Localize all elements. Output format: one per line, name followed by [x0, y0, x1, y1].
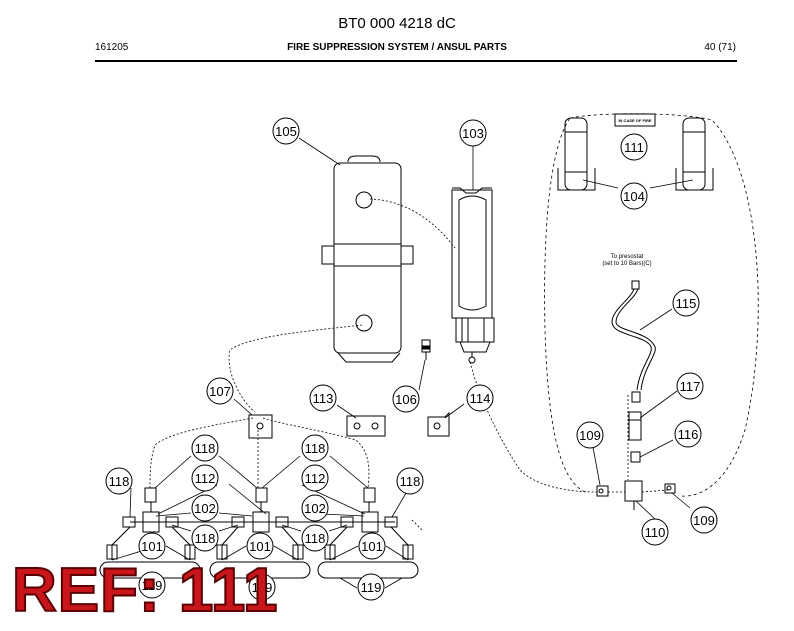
mounted-cartridges-104	[557, 117, 714, 191]
cartridge-103	[451, 187, 495, 364]
callout-118-far-left: 118	[109, 474, 130, 489]
callout-101-left: 101	[141, 539, 163, 554]
callout-110: 110	[645, 525, 666, 540]
callout-103: 103	[462, 126, 484, 141]
callout-109-left: 109	[579, 428, 601, 443]
callout-118-far-right: 118	[400, 474, 421, 489]
date-code: 161205	[95, 42, 129, 53]
callout-118-top-left: 118	[195, 441, 216, 456]
callout-114: 114	[470, 391, 491, 406]
callout-115: 115	[676, 296, 697, 311]
callout-117: 117	[680, 379, 701, 394]
bracket-107	[248, 414, 273, 439]
note-line-1: To presostat	[611, 254, 644, 260]
callout-106: 106	[395, 392, 417, 407]
sign-text: IN CASE OF FIRE	[618, 118, 651, 123]
sign-111	[614, 113, 656, 127]
callout-104: 104	[623, 189, 645, 204]
hose-routes	[149, 198, 669, 531]
callout-111: 111	[624, 140, 644, 155]
nozzle-manifold	[99, 487, 419, 579]
callout-102-left: 102	[194, 501, 216, 516]
fittings-116-117	[628, 391, 642, 463]
callout-101-center: 101	[249, 539, 271, 554]
callout-118-top-right: 118	[305, 441, 326, 456]
callout-107: 107	[209, 384, 231, 399]
document-title: BT0 000 4218 dC	[338, 15, 456, 32]
callout-119-right: 119	[361, 580, 382, 595]
callout-102-right: 102	[304, 501, 326, 516]
callout-101-right: 101	[361, 539, 383, 554]
panel-outline	[544, 113, 759, 497]
callout-112-right: 112	[305, 471, 326, 486]
cylinder-105	[321, 155, 414, 363]
callout-numbers: 105 103 111 104 115 107 113 106 114 117 …	[109, 124, 715, 595]
valve-block-110	[596, 480, 676, 510]
header-rule	[95, 60, 737, 62]
callout-116: 116	[678, 427, 699, 442]
callout-118-low-right: 118	[305, 531, 326, 546]
callout-119-left: 119	[142, 578, 163, 593]
bracket-113	[346, 415, 386, 437]
callout-113: 113	[313, 391, 334, 406]
bracket-114	[427, 411, 450, 437]
callout-112-left: 112	[195, 471, 216, 486]
ref-stamp: REF: 111	[11, 556, 279, 625]
note-line-2: (set to 10 Bars)(C)	[602, 261, 651, 267]
callout-119-center: 119	[252, 580, 273, 595]
callout-105: 105	[275, 124, 297, 139]
callout-118-low-left: 118	[195, 531, 216, 546]
switch-hose-115	[611, 280, 656, 391]
callout-109-right: 109	[693, 513, 715, 528]
page-number: 40 (71)	[704, 42, 736, 53]
callout-bubbles	[105, 117, 718, 601]
leader-lines	[111, 137, 694, 589]
section-title: FIRE SUPPRESSION SYSTEM / ANSUL PARTS	[287, 42, 507, 53]
pressure-switch-106	[421, 339, 431, 360]
